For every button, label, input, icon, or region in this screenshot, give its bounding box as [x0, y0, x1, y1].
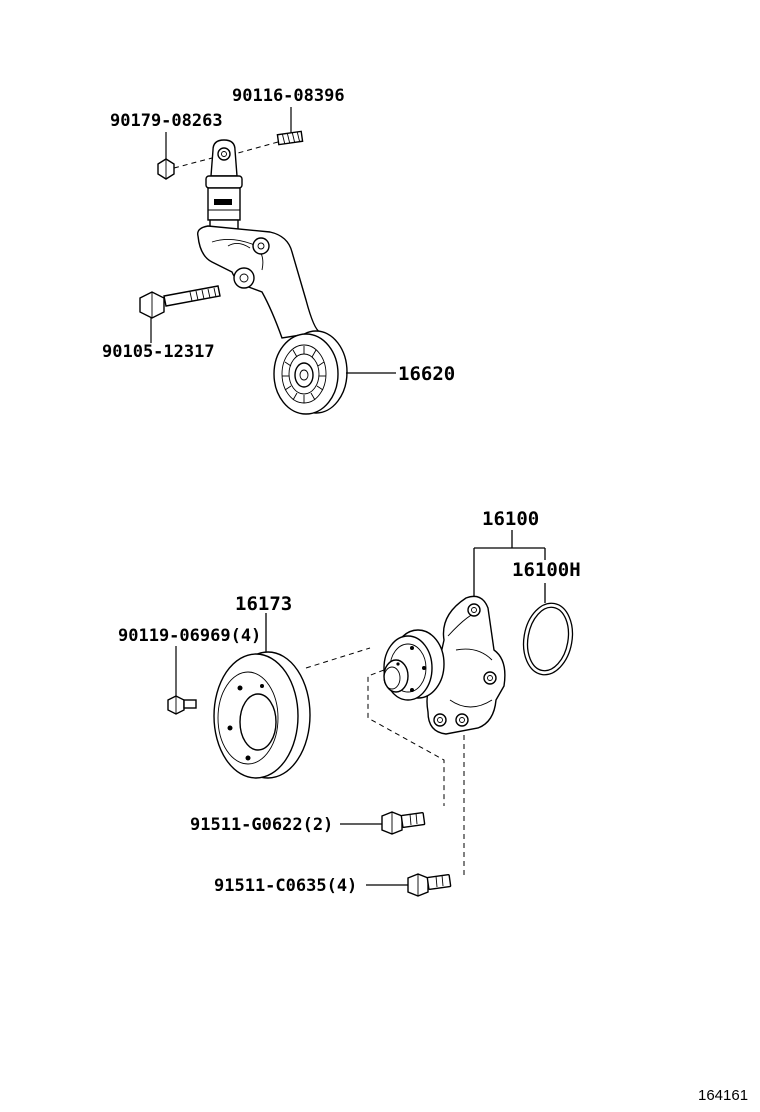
- nut-90179-08263: [157, 158, 175, 180]
- pulley-16173: [213, 651, 311, 779]
- bolt-90119-06969: [167, 695, 197, 715]
- label-16100: 16100: [482, 508, 539, 530]
- gasket-16100H: [522, 602, 574, 676]
- label-16620: 16620: [398, 363, 455, 385]
- dashed-axis-pulley: [305, 647, 371, 669]
- dashed-axis-pump-bolts: [367, 669, 465, 876]
- label-90116-08396: 90116-08396: [232, 86, 345, 106]
- dashed-axis-nut: [173, 157, 213, 169]
- label-91511-G0622: 91511-G0622(2): [190, 815, 333, 835]
- tensioner-arm: [197, 225, 321, 339]
- tensioner-damper: [205, 139, 243, 231]
- label-90105-12317: 90105-12317: [102, 342, 215, 362]
- dashed-axis-stud: [237, 141, 279, 154]
- figure-number: 164161: [698, 1087, 748, 1104]
- water-pump-16100: [383, 595, 506, 735]
- label-90119-06969: 90119-06969(4): [118, 626, 261, 646]
- label-90179-08263: 90179-08263: [110, 111, 223, 131]
- label-91511-C0635: 91511-C0635(4): [214, 876, 357, 896]
- label-16100H: 16100H: [512, 559, 581, 581]
- stud-bolt-90116-08396: [276, 130, 304, 146]
- label-16173: 16173: [235, 593, 292, 615]
- bolt-90105-12317: [139, 285, 221, 319]
- idler-pulley-16620: [273, 330, 348, 415]
- leader-bracket-16100: [473, 530, 546, 596]
- bolt-91511-G0622: [381, 811, 426, 835]
- bolt-91511-C0635: [407, 873, 452, 897]
